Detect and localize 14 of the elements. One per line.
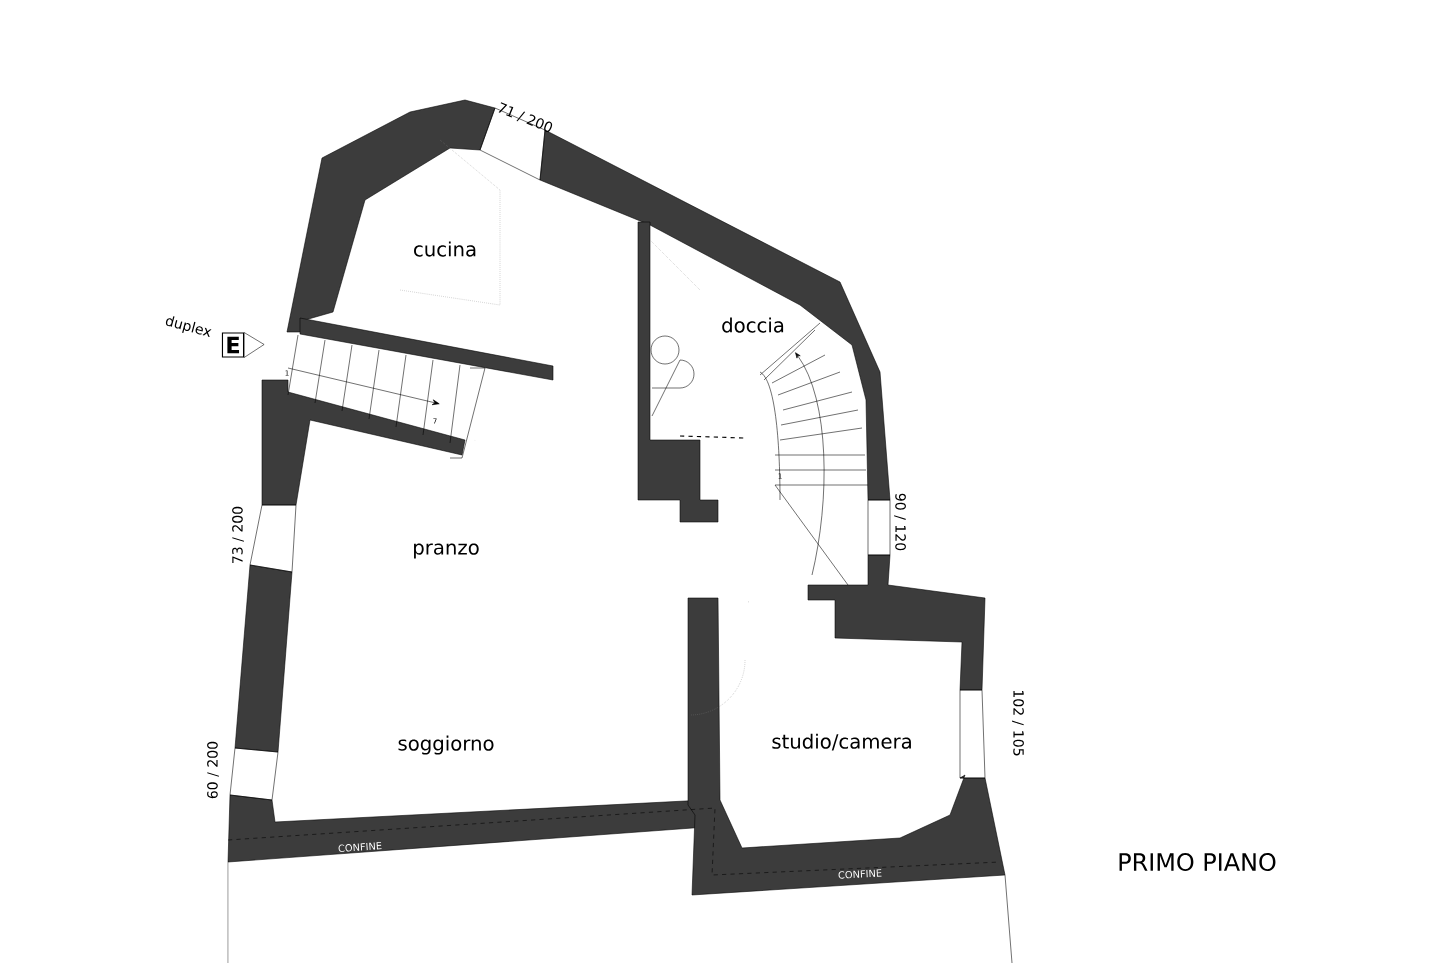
room-label: pranzo (414, 543, 479, 559)
room-label: soggiorno (398, 735, 494, 755)
room-label: studio/camera (772, 733, 911, 751)
dimension-label: 71 / 200 (498, 102, 553, 132)
dimension-label: 90 / 120 (894, 493, 906, 551)
room-label: doccia (722, 317, 784, 333)
dimension-label: 60 / 200 (207, 741, 219, 799)
plan-title: PRIMO PIANO (1119, 852, 1276, 872)
boundary-label: CONFINE (838, 869, 882, 879)
boundary-label: CONFINE (338, 841, 382, 852)
dimension-label: 73 / 200 (232, 506, 244, 564)
entrance-label: duplex (165, 316, 212, 337)
dimension-label: 102 / 105 (1012, 690, 1024, 756)
room-label: cucina (414, 241, 476, 257)
